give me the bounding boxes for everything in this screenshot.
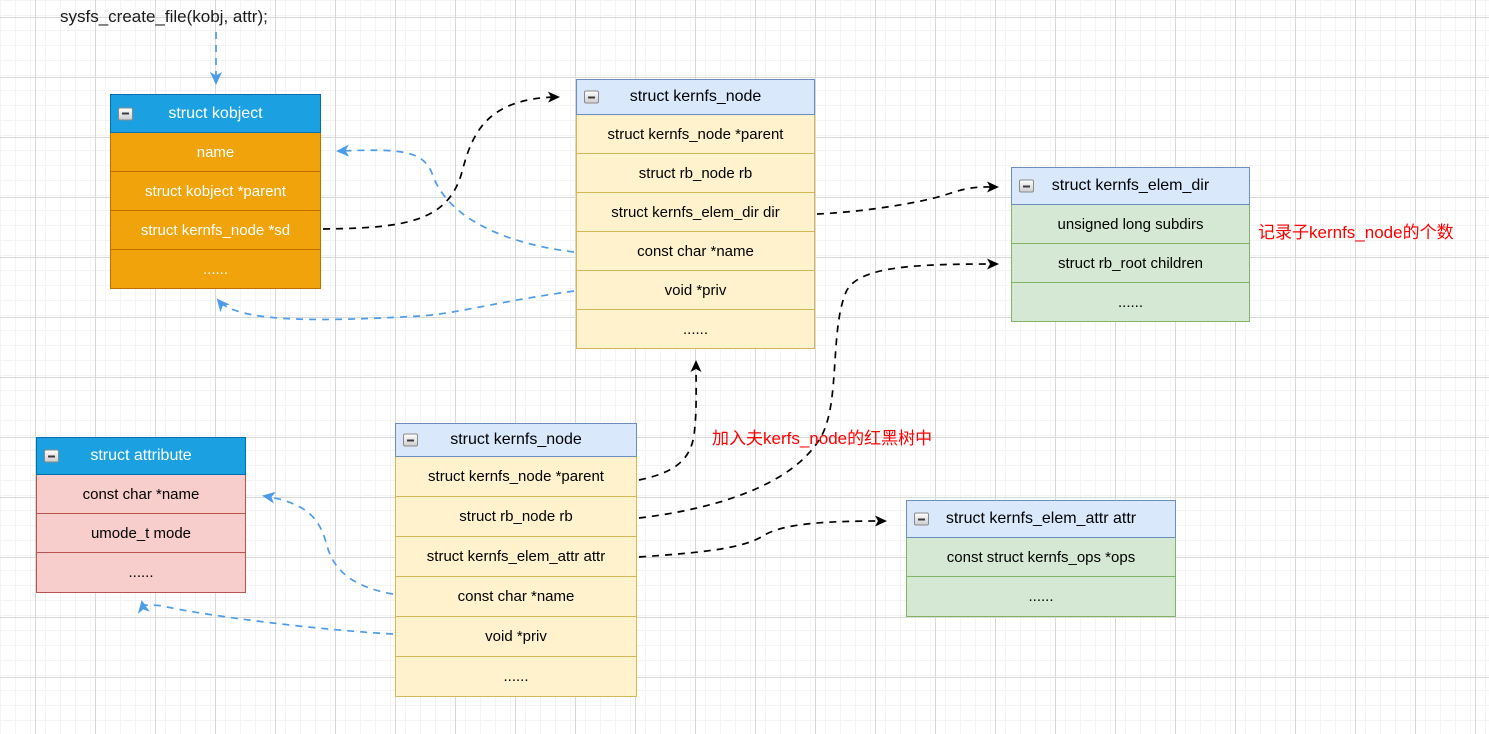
kernfs-node-top-row-priv: void *priv — [576, 271, 815, 310]
kernfs-node-bottom-row-parent: struct kernfs_node *parent — [395, 457, 637, 497]
kernfs-node-top-row-dir: struct kernfs_elem_dir dir — [576, 193, 815, 232]
kobject-row-ellipsis: ...... — [110, 250, 321, 289]
attribute-row-mode: umode_t mode — [36, 514, 246, 553]
connector-name-to-kobject-name — [336, 144, 575, 253]
struct-kernfs-elem-attr-header: struct kernfs_elem_attr attr — [906, 500, 1176, 538]
struct-kernfs-node-bottom-header: struct kernfs_node — [395, 423, 637, 457]
struct-kernfs-node-bottom-box: struct kernfs_node struct kernfs_node *p… — [395, 423, 637, 697]
kernfs-node-top-row-ellipsis: ...... — [576, 310, 815, 349]
kobject-row-sd: struct kernfs_node *sd — [110, 211, 321, 250]
kobject-row-name: name — [110, 133, 321, 172]
struct-attribute-box: struct attribute const char *name umode_… — [36, 437, 246, 593]
struct-kernfs-elem-dir-box: struct kernfs_elem_dir unsigned long sub… — [1011, 167, 1250, 322]
collapse-icon[interactable] — [403, 433, 418, 447]
elem-attr-row-ellipsis: ...... — [906, 577, 1176, 617]
struct-kobject-title: struct kobject — [168, 104, 263, 122]
collapse-icon[interactable] — [584, 90, 599, 104]
elem-dir-row-ellipsis: ...... — [1011, 283, 1250, 322]
connector-dir-to-elem-dir — [816, 181, 999, 215]
kernfs-node-top-row-parent: struct kernfs_node *parent — [576, 115, 815, 154]
struct-kobject-box: struct kobject name struct kobject *pare… — [110, 94, 321, 289]
struct-kernfs-elem-attr-title: struct kernfs_elem_attr attr — [945, 510, 1137, 527]
collapse-icon[interactable] — [914, 512, 929, 526]
note-rbtree: 加入夫kerfs_node的红黑树中 — [712, 429, 933, 448]
struct-kernfs-elem-dir-header: struct kernfs_elem_dir — [1011, 167, 1250, 205]
struct-kernfs-elem-attr-box: struct kernfs_elem_attr attr const struc… — [906, 500, 1176, 617]
kernfs-node-top-row-name: const char *name — [576, 232, 815, 271]
kernfs-node-bottom-row-rb: struct rb_node rb — [395, 497, 637, 537]
struct-attribute-header: struct attribute — [36, 437, 246, 475]
collapse-icon[interactable] — [1019, 179, 1034, 193]
struct-kernfs-node-top-header: struct kernfs_node — [576, 79, 815, 115]
connector-parent-to-top-node — [638, 360, 702, 481]
note-subdirs-count: 记录子kernfs_node的个数 — [1258, 223, 1454, 242]
elem-attr-row-ops: const struct kernfs_ops *ops — [906, 538, 1176, 577]
struct-attribute-title: struct attribute — [90, 447, 192, 464]
connector-priv-to-kobject — [216, 290, 575, 321]
connector-name-to-attribute-name — [262, 491, 394, 595]
caption-sysfs-create-file: sysfs_create_file(kobj, attr); — [60, 7, 268, 26]
kernfs-node-bottom-row-ellipsis: ...... — [395, 657, 637, 697]
kernfs-node-bottom-row-priv: void *priv — [395, 617, 637, 657]
attribute-row-ellipsis: ...... — [36, 553, 246, 593]
connector-priv-to-attribute — [137, 600, 394, 635]
attribute-row-name: const char *name — [36, 475, 246, 514]
kobject-row-parent: struct kobject *parent — [110, 172, 321, 211]
kernfs-node-bottom-row-name: const char *name — [395, 577, 637, 617]
kernfs-node-top-row-rb: struct rb_node rb — [576, 154, 815, 193]
connector-attr-to-elem-attr — [638, 515, 887, 558]
struct-kernfs-elem-dir-title: struct kernfs_elem_dir — [1051, 177, 1210, 194]
kernfs-node-bottom-row-attr: struct kernfs_elem_attr attr — [395, 537, 637, 577]
elem-dir-row-children: struct rb_root children — [1011, 244, 1250, 283]
struct-kobject-header: struct kobject — [110, 94, 321, 133]
struct-kernfs-node-bottom-title: struct kernfs_node — [450, 431, 582, 448]
collapse-icon[interactable] — [118, 107, 133, 120]
collapse-icon[interactable] — [44, 449, 59, 463]
elem-dir-row-subdirs: unsigned long subdirs — [1011, 205, 1250, 244]
connector-sd-to-kernfs-node — [322, 91, 560, 230]
struct-kernfs-node-top-title: struct kernfs_node — [629, 88, 762, 105]
struct-kernfs-node-top-box: struct kernfs_node struct kernfs_node *p… — [576, 79, 815, 349]
